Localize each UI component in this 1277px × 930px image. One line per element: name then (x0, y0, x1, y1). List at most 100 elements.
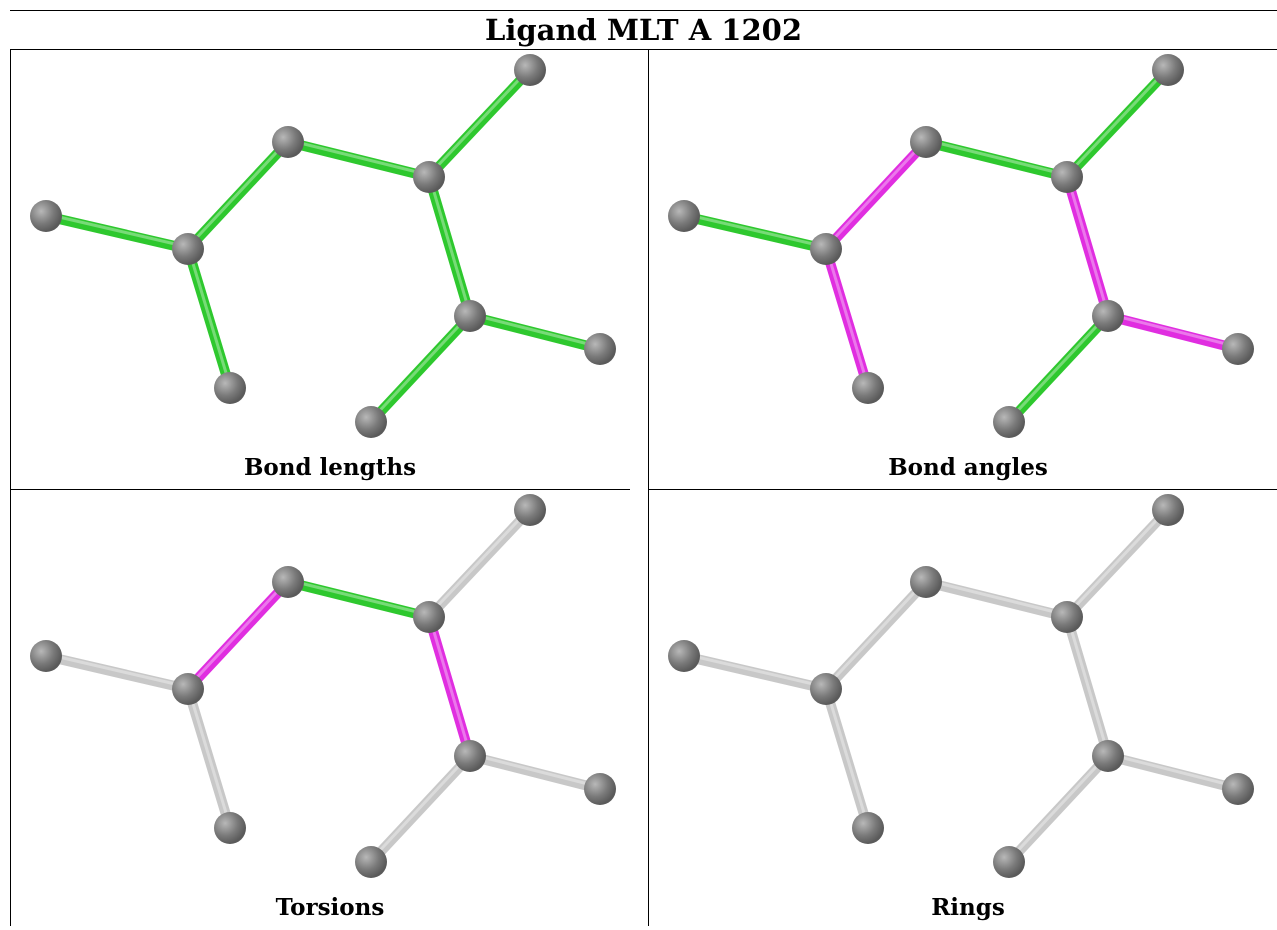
atom (810, 673, 842, 705)
bond-highlight (287, 578, 430, 617)
bond-magenta (424, 612, 475, 761)
atom (355, 406, 387, 438)
divider-vertical (648, 50, 649, 926)
bond-highlight (925, 578, 1068, 617)
bond-grey (1103, 751, 1243, 794)
bond-highlight (45, 652, 189, 689)
divider-vertical (10, 50, 11, 926)
bond-highlight (1065, 174, 1110, 315)
atom (30, 640, 62, 672)
divider-horizontal (10, 489, 630, 490)
atom (993, 846, 1025, 878)
page-title: Ligand MLT A 1202 (10, 10, 1277, 50)
panel-bond-lengths: Bond lengths (10, 50, 650, 490)
bond-grey (821, 577, 931, 694)
bond-grey (1062, 505, 1173, 622)
divider-horizontal (648, 489, 1277, 490)
panel-bond-angles: Bond angles (648, 50, 1277, 490)
bond-grey (465, 751, 605, 794)
bond-green (465, 311, 605, 354)
bond-green (921, 137, 1072, 182)
atom (910, 566, 942, 598)
atom (214, 812, 246, 844)
atom (668, 200, 700, 232)
atom (810, 233, 842, 265)
atom (172, 233, 204, 265)
bond-highlight (683, 652, 827, 689)
panel-caption: Torsions (275, 894, 385, 921)
bond-highlight (186, 138, 290, 249)
atom (413, 601, 445, 633)
panel-caption: Rings (931, 894, 1005, 921)
atom (1152, 54, 1184, 86)
bond-magenta (821, 244, 873, 393)
bond-green (366, 311, 475, 427)
bond-highlight (287, 138, 430, 177)
bond-grey (183, 684, 235, 833)
atom (514, 54, 546, 86)
bond-highlight (369, 312, 472, 422)
panel-rings: Rings (648, 490, 1277, 930)
bond-highlight (1065, 66, 1170, 177)
bond-highlight (824, 138, 928, 249)
atom (413, 161, 445, 193)
bond-highlight (427, 174, 472, 315)
bond-green (41, 211, 193, 254)
bond-highlight (186, 578, 290, 689)
bond-highlight (427, 506, 532, 617)
bond-grey (679, 651, 831, 694)
atom (668, 640, 700, 672)
panel-caption: Bond lengths (243, 454, 417, 481)
atom (272, 566, 304, 598)
bond-green (424, 65, 535, 182)
bond-grey (41, 651, 193, 694)
bond-magenta (183, 577, 293, 694)
atom (1092, 300, 1124, 332)
bond-highlight (824, 578, 928, 689)
molecule-diagram (30, 494, 616, 878)
atom (454, 740, 486, 772)
atom (30, 200, 62, 232)
atom (355, 846, 387, 878)
molecule-diagram (668, 494, 1254, 878)
bond-highlight (186, 246, 232, 387)
molecule-diagram (668, 54, 1254, 438)
bond-highlight (469, 752, 601, 789)
atom (272, 126, 304, 158)
bond-magenta (1103, 311, 1243, 354)
bond-highlight (369, 752, 472, 862)
atom (852, 372, 884, 404)
bond-highlight (824, 246, 870, 387)
atom (1222, 333, 1254, 365)
atom (172, 673, 204, 705)
atom (454, 300, 486, 332)
atom (514, 494, 546, 526)
bond-green (1062, 65, 1173, 182)
atom (1051, 601, 1083, 633)
atom (1051, 161, 1083, 193)
atom (1092, 740, 1124, 772)
bond-highlight (1065, 614, 1110, 755)
bond-highlight (1065, 506, 1170, 617)
bond-highlight (824, 686, 870, 827)
bond-magenta (821, 137, 931, 254)
bond-green (679, 211, 831, 254)
bond-green (283, 137, 434, 182)
bond-grey (1062, 612, 1113, 761)
bond-highlight (683, 212, 827, 249)
bond-grey (921, 577, 1072, 622)
bond-highlight (45, 212, 189, 249)
bond-highlight (1007, 312, 1110, 422)
bond-highlight (186, 686, 232, 827)
atom (1222, 773, 1254, 805)
bond-highlight (1107, 312, 1239, 349)
atom (910, 126, 942, 158)
atom (993, 406, 1025, 438)
atom (584, 773, 616, 805)
bond-grey (366, 751, 475, 867)
bond-green (283, 577, 434, 622)
atom (584, 333, 616, 365)
molecule-diagram (30, 54, 616, 438)
bond-grey (1004, 751, 1113, 867)
bond-green (424, 172, 475, 321)
